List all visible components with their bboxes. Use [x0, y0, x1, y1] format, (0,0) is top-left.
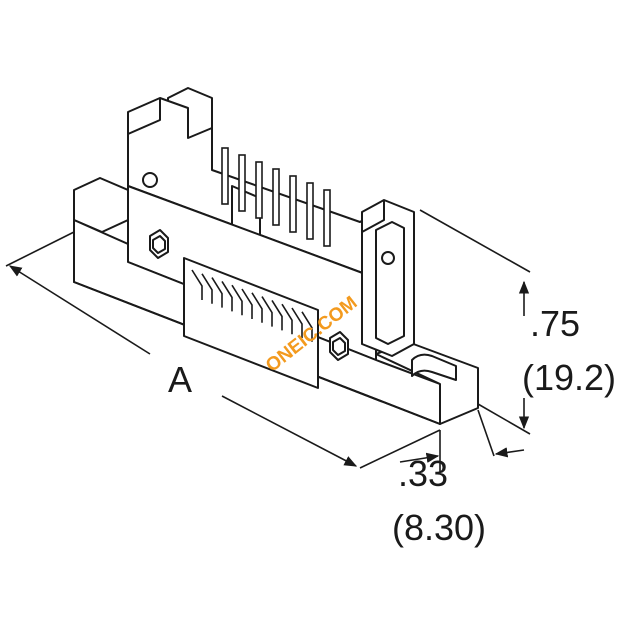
header-pin	[306, 182, 314, 240]
contact-row	[191, 269, 313, 342]
header-pin	[323, 189, 331, 247]
cable-contact	[301, 311, 313, 342]
cable-contact	[201, 273, 213, 304]
cable-contact	[211, 277, 223, 308]
cable-contact	[271, 299, 283, 331]
dim-a-right	[221, 395, 358, 467]
dim-depth-left	[399, 452, 440, 463]
pin-row	[221, 147, 331, 247]
cable-contact	[251, 292, 263, 323]
dimension-a-label: A	[168, 359, 193, 400]
dimension-depth-inch: .33	[398, 453, 449, 494]
cable-contact	[221, 280, 233, 312]
cable-contact	[241, 288, 253, 319]
header-pin	[255, 161, 263, 219]
cable-contact	[291, 307, 303, 338]
cable-contact	[281, 303, 293, 335]
dimension-lines	[5, 209, 531, 472]
dimension-height-inch: .75	[530, 303, 581, 344]
dimension-depth-mm: (8.30)	[392, 507, 487, 548]
header-pin	[221, 147, 229, 205]
dimension-height-mm: (19.2)	[522, 357, 617, 398]
connector-body	[73, 87, 479, 425]
mount-hole-left	[142, 172, 158, 188]
cable-contact	[231, 284, 243, 316]
dim-depth-right	[494, 447, 525, 458]
cable-window	[183, 257, 319, 389]
dim-a-left	[8, 265, 151, 355]
header-pin	[272, 168, 280, 226]
cable-contact	[261, 296, 273, 327]
mount-hole-right	[381, 251, 395, 265]
header-pin	[238, 154, 246, 212]
header-pin	[289, 175, 297, 233]
cable-contact	[191, 269, 203, 300]
